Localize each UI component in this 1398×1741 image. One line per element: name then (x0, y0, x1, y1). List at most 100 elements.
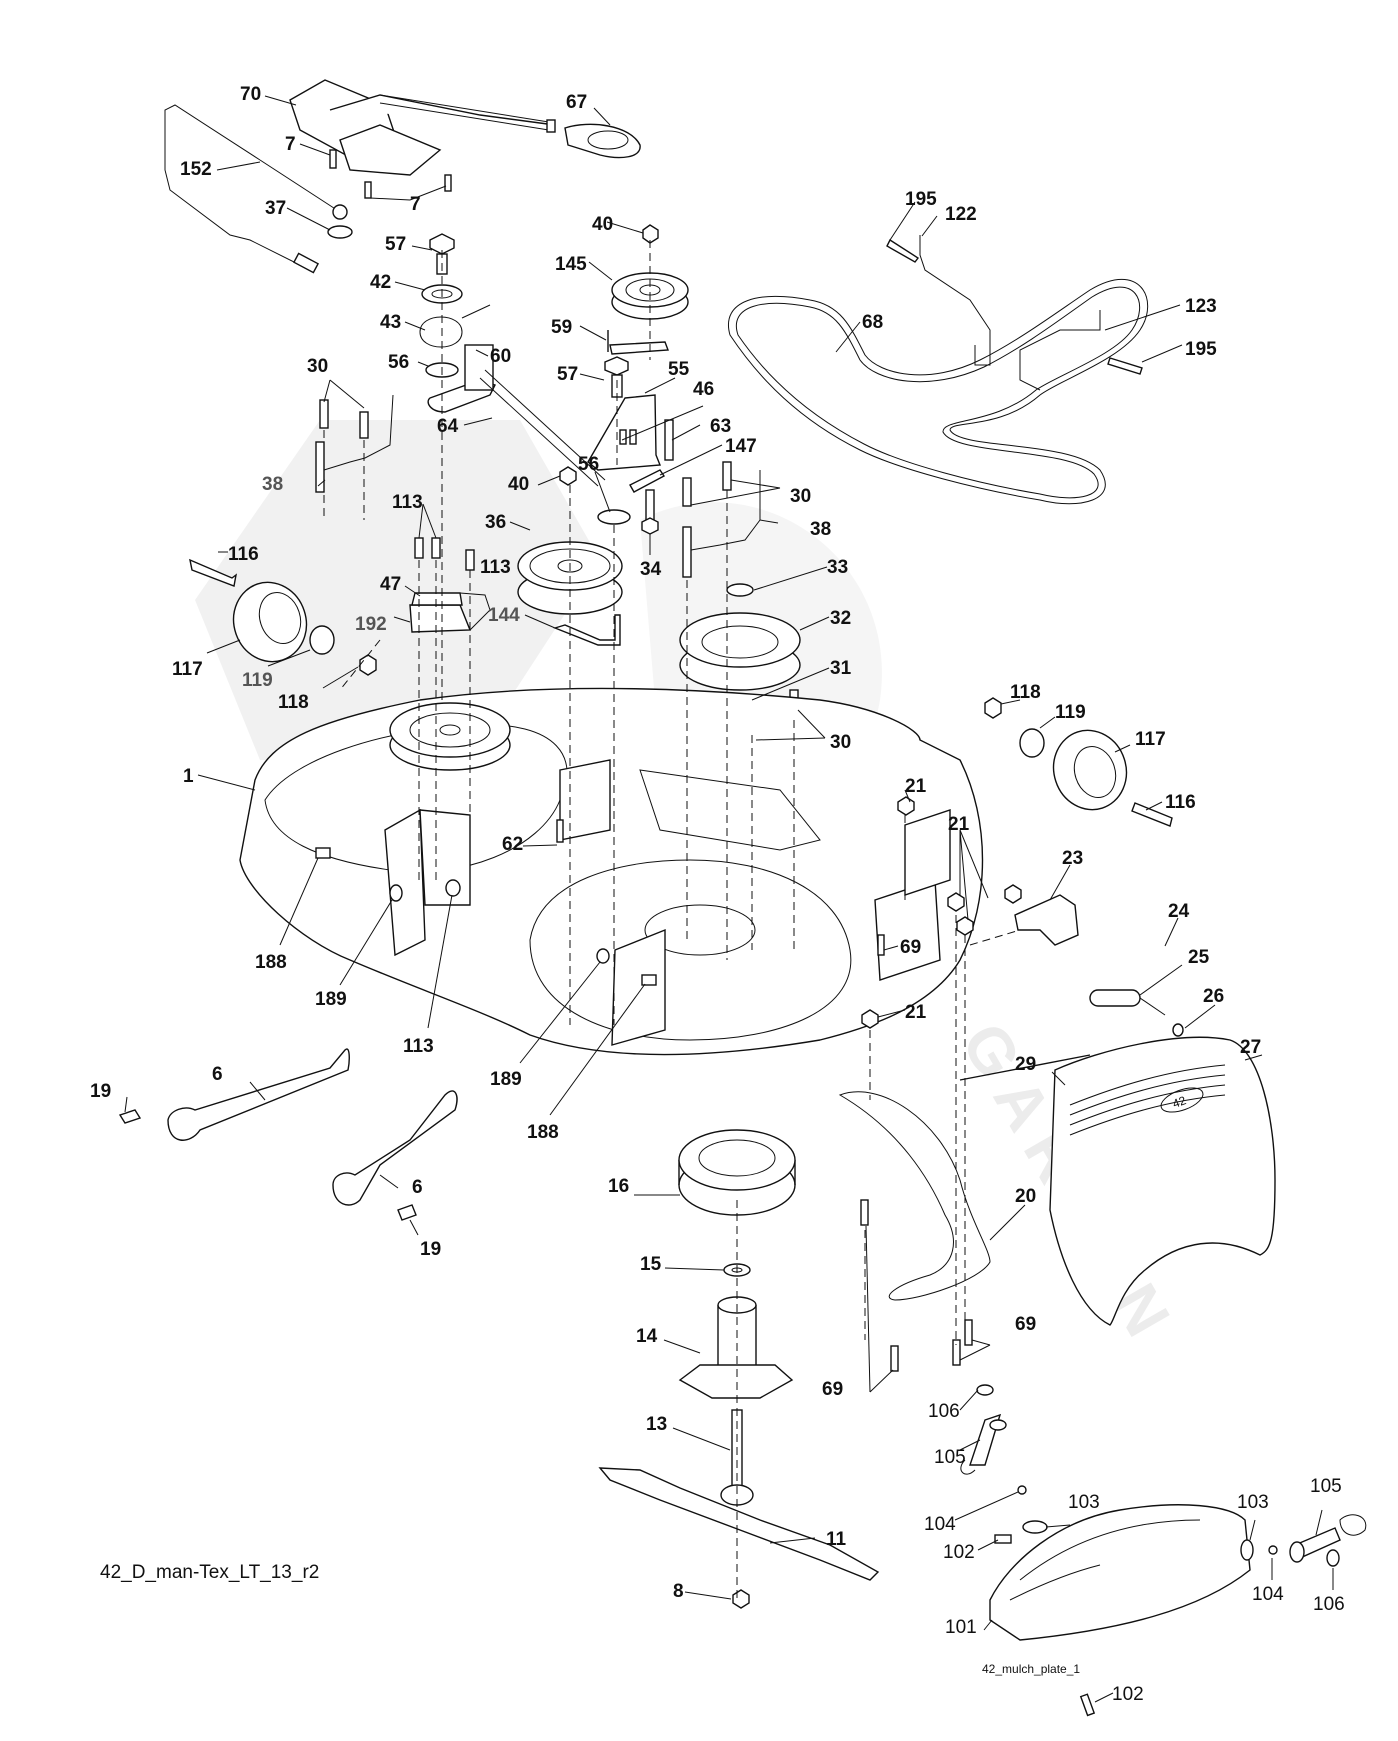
part-nut-189a (389, 884, 403, 902)
callout-30: 30 (830, 732, 851, 753)
callout-31: 31 (830, 658, 852, 679)
part-arm-6b (332, 1090, 458, 1221)
callout-102: 102 (943, 1542, 975, 1563)
callout-117: 117 (172, 659, 203, 680)
callout-19: 19 (420, 1239, 441, 1260)
callout-188: 188 (255, 952, 287, 973)
callout-14: 14 (636, 1326, 658, 1347)
callout-6: 6 (212, 1064, 223, 1085)
callout-30: 30 (790, 486, 811, 507)
callout-122: 122 (945, 204, 977, 225)
part-arm-6a (118, 1048, 350, 1141)
callout-195: 195 (1185, 339, 1217, 360)
callout-118: 118 (278, 692, 309, 713)
part-nut-189b (596, 948, 610, 964)
callout-67: 67 (566, 92, 587, 113)
callout-7: 7 (285, 134, 296, 155)
callout-6: 6 (412, 1177, 423, 1198)
callout-33: 33 (827, 557, 848, 578)
callout-123: 123 (1185, 296, 1217, 317)
part-idler-arm-group (419, 233, 606, 487)
callout-19: 19 (90, 1081, 111, 1102)
callout-24: 24 (1168, 901, 1190, 922)
assembly-axes (323, 240, 1021, 1600)
callout-59: 59 (551, 317, 572, 338)
callout-106: 106 (1313, 1594, 1345, 1615)
callout-118: 118 (1010, 682, 1041, 703)
callout-11: 11 (826, 1529, 847, 1550)
part-blade-bolt-8 (732, 1589, 750, 1609)
part-lift-bracket-70 (289, 79, 556, 176)
part-bolt-34 (641, 489, 659, 535)
part-bolt-7b (364, 181, 372, 199)
callout-195: 195 (905, 189, 937, 210)
callout-34: 34 (640, 559, 662, 580)
callout-36: 36 (485, 512, 506, 533)
part-bolt-62 (556, 819, 564, 843)
callout-47: 47 (380, 574, 401, 595)
part-bushing-188a (315, 847, 331, 859)
callout-69: 69 (822, 1379, 843, 1400)
callout-46: 46 (693, 379, 714, 400)
callout-7: 7 (410, 194, 421, 215)
part-bracket-47-192 (409, 537, 491, 633)
callout-69: 69 (1015, 1314, 1036, 1335)
callout-56: 56 (578, 454, 599, 475)
part-nut-113c (445, 879, 461, 897)
callout-8: 8 (673, 1581, 684, 1602)
part-bolt-7a (329, 149, 337, 169)
callout-26: 26 (1203, 986, 1224, 1007)
callout-104: 104 (924, 1514, 956, 1535)
callout-43: 43 (380, 312, 401, 333)
callout-145: 145 (555, 254, 587, 275)
callout-21: 21 (905, 1002, 927, 1023)
callout-60: 60 (490, 346, 511, 367)
callout-63: 63 (710, 416, 731, 437)
mulch-plate-caption: 42_mulch_plate_1 (982, 1662, 1080, 1676)
callout-23: 23 (1062, 848, 1083, 869)
callout-27: 27 (1240, 1037, 1261, 1058)
callout-32: 32 (830, 608, 851, 629)
part-mower-deck-1 (239, 687, 984, 1056)
callout-13: 13 (646, 1414, 667, 1435)
part-belt-68 (728, 278, 1149, 505)
callout-119: 119 (242, 670, 273, 691)
part-washer-37 (327, 225, 353, 239)
callout-105: 105 (1310, 1476, 1342, 1497)
callout-64: 64 (437, 416, 459, 437)
part-gauge-wheel-right (984, 697, 1173, 827)
callout-144: 144 (488, 605, 520, 626)
callout-113: 113 (480, 557, 511, 578)
callout-116: 116 (1165, 792, 1196, 813)
part-spindle-housing-16 (678, 1129, 796, 1216)
callout-69: 69 (900, 937, 921, 958)
part-deflector-support-20 (838, 1091, 991, 1301)
callout-62: 62 (502, 834, 523, 855)
callout-1: 1 (183, 766, 194, 787)
callout-189: 189 (315, 989, 347, 1010)
callout-38: 38 (262, 474, 283, 495)
callout-116: 116 (228, 544, 259, 565)
deck-badge: 42 (1171, 1093, 1189, 1111)
part-idler-pulley-145 (607, 224, 689, 355)
callout-192: 192 (355, 614, 387, 635)
callout-21: 21 (905, 776, 927, 797)
callout-42: 42 (370, 272, 391, 293)
part-belt-guides (886, 235, 1143, 391)
part-blade-11 (598, 1467, 880, 1581)
callout-117: 117 (1135, 729, 1166, 750)
callout-104: 104 (1252, 1584, 1284, 1605)
callout-101: 101 (945, 1617, 977, 1638)
callout-119: 119 (1055, 702, 1086, 723)
callout-40: 40 (508, 474, 529, 495)
part-bolts-69 (860, 1199, 973, 1372)
part-idler-bracket-55 (587, 356, 674, 493)
callout-labels: 70 67 7 7 152 37 57 42 43 56 60 64 30 38… (90, 84, 1345, 1705)
part-mulch-plate-101 (989, 1504, 1251, 1641)
callout-105: 105 (934, 1447, 966, 1468)
part-cable-152 (164, 104, 348, 274)
part-handle-67 (564, 123, 641, 159)
callout-188: 188 (527, 1122, 559, 1143)
part-deflector-bracket-23 (861, 796, 1184, 1037)
